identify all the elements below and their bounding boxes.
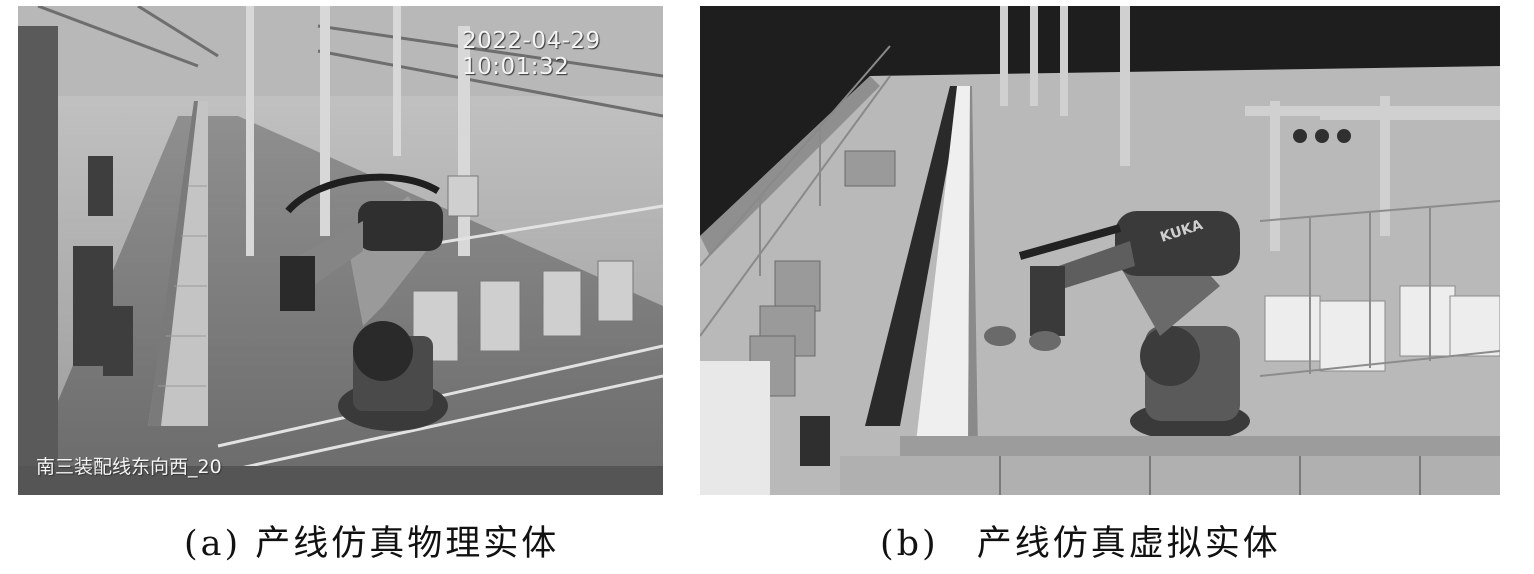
ceiling-truss	[37, 6, 663, 118]
camera-location-label: 南三装配线东向西_20	[36, 456, 222, 478]
virtual-line-scene: KUKA	[700, 6, 1500, 495]
virtual-chain-conveyor	[865, 86, 962, 426]
caption-virtual-entity: (b) 产线仿真虚拟实体	[880, 524, 1281, 564]
virtual-belt-conveyor	[915, 86, 970, 451]
virtual-workpieces	[800, 326, 1061, 466]
robot-arm	[280, 173, 448, 431]
assembly-stations	[412, 175, 634, 362]
virtual-gantry	[1000, 6, 1500, 251]
physical-line-photo: 2022-04-29 10:01:32 南三装配线东向西_20	[18, 6, 663, 495]
caption-physical-entity: (a) 产线仿真物理实体	[184, 524, 560, 564]
virtual-robot-arm	[1018, 211, 1250, 441]
camera-timestamp: 2022-04-29 10:01:32	[462, 28, 601, 80]
physical-line-scene	[18, 6, 663, 495]
virtual-fence-left	[700, 45, 891, 337]
virtual-line-render: KUKA	[700, 6, 1500, 495]
